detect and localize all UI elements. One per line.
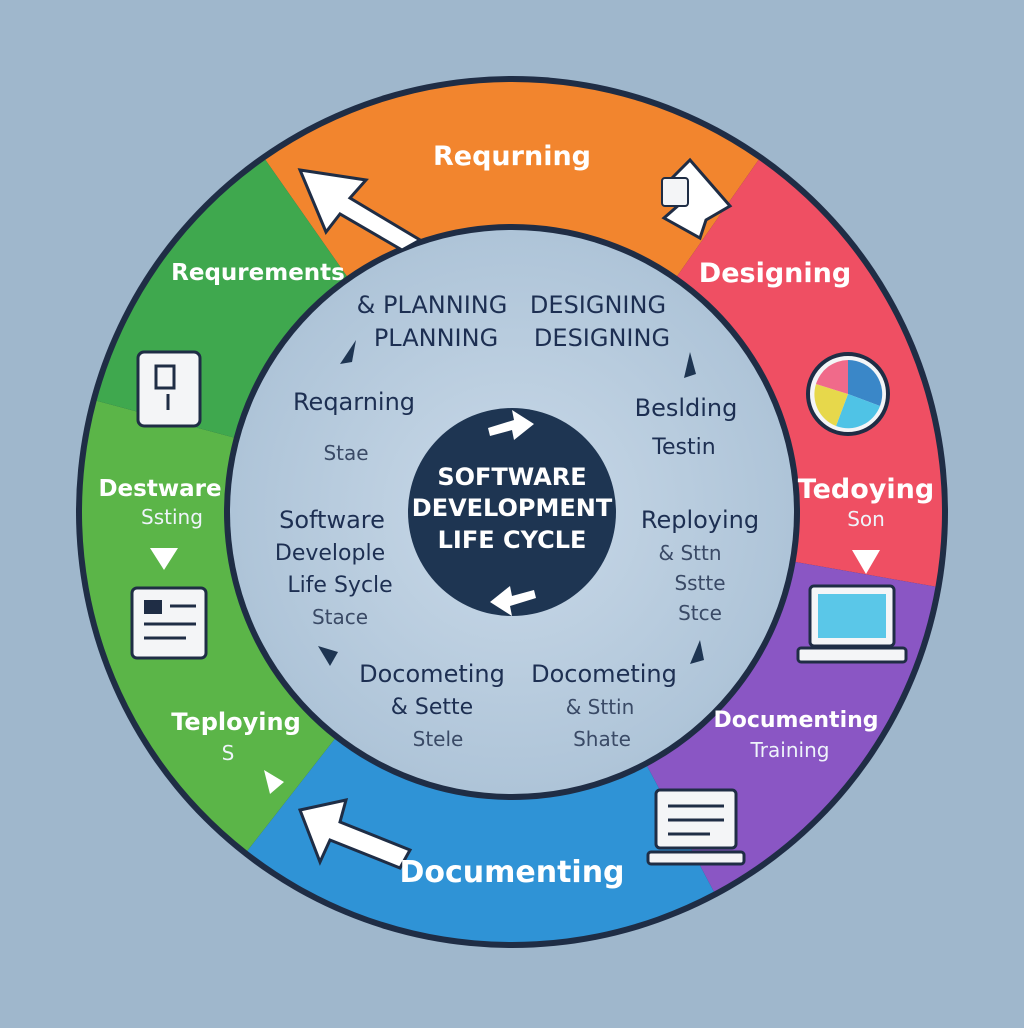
outer-sub-right-1: Son	[847, 507, 885, 531]
inner-software-4: Stace	[312, 605, 368, 629]
outer-label-top-right: Designing	[699, 258, 851, 289]
center-line-3: LIFE CYCLE	[438, 526, 587, 554]
segment-blue	[247, 738, 714, 942]
inner-reploying-1: Reploying	[641, 506, 759, 534]
outer-label-left-1: Requrements	[171, 260, 345, 286]
segment-red	[677, 159, 942, 587]
arrow-right-small-icon	[852, 550, 880, 574]
arrow-left-small-icon	[150, 548, 178, 570]
center-line-2: DEVELOPMENT	[412, 494, 613, 522]
inner-arrow-4-icon	[690, 640, 704, 664]
inner-software-1: Software	[279, 506, 385, 534]
inner-docometing-right-3: Shate	[573, 727, 631, 751]
center-arrow-top-icon	[488, 410, 534, 440]
outer-label-right-2: Documenting	[713, 708, 878, 733]
outer-sub-left-3: S	[222, 741, 235, 765]
inner-docometing-right-2: & Sttin	[566, 695, 635, 719]
inner-planning-1: & PLANNING	[357, 291, 508, 319]
inner-docometing-right-1: Docometing	[531, 660, 677, 688]
inner-designing-2: DESIGNING	[534, 324, 670, 352]
inner-stae: Stae	[323, 441, 368, 465]
inner-designing-1: DESIGNING	[530, 291, 666, 319]
outer-label-left-3: Teploying	[171, 708, 301, 736]
inner-beslding: Beslding	[635, 394, 738, 422]
speech-icon	[661, 177, 689, 207]
inner-reploying-4: Stce	[678, 601, 722, 625]
laptop-icon	[796, 584, 908, 664]
inner-reploying-3: Sstte	[674, 571, 725, 595]
arrow-top-left-icon	[297, 168, 423, 252]
pie-chart-icon	[806, 352, 890, 436]
center-disc	[408, 408, 616, 616]
form-icon	[130, 586, 208, 660]
outer-label-right-1: Tedoying	[798, 474, 934, 505]
segment-green	[81, 400, 335, 851]
inner-software-3: Life Sycle	[287, 573, 392, 598]
inner-docometing-left-2: & Sette	[391, 695, 473, 720]
center-line-1: SOFTWARE	[437, 463, 586, 491]
arrow-bottom-left-icon	[297, 798, 413, 870]
outer-label-top: Requrning	[433, 141, 591, 172]
inner-regarning: Reqarning	[293, 388, 415, 416]
outer-label-left-2: Destware	[98, 476, 221, 502]
inner-planning-2: PLANNING	[374, 324, 498, 352]
inner-reploying-2: & Sttn	[658, 541, 721, 565]
center-arrow-bottom-icon	[490, 586, 536, 616]
inner-testin: Testin	[651, 435, 715, 460]
inner-docometing-left-3: Stele	[413, 727, 464, 751]
inner-arrow-3-icon	[318, 646, 338, 666]
inner-arrow-2-icon	[684, 352, 696, 378]
outer-label-bottom: Documenting	[399, 855, 624, 890]
inner-docometing-left-1: Docometing	[359, 660, 505, 688]
inner-arrow-1-icon	[340, 340, 356, 364]
outer-sub-left-2: Ssting	[141, 505, 203, 529]
inner-software-2: Develople	[275, 541, 385, 566]
outer-sub-right-2: Training	[750, 738, 830, 762]
arrow-bottom-small-icon	[264, 770, 284, 794]
monitor-icon	[646, 788, 746, 866]
document-icon	[136, 350, 202, 428]
